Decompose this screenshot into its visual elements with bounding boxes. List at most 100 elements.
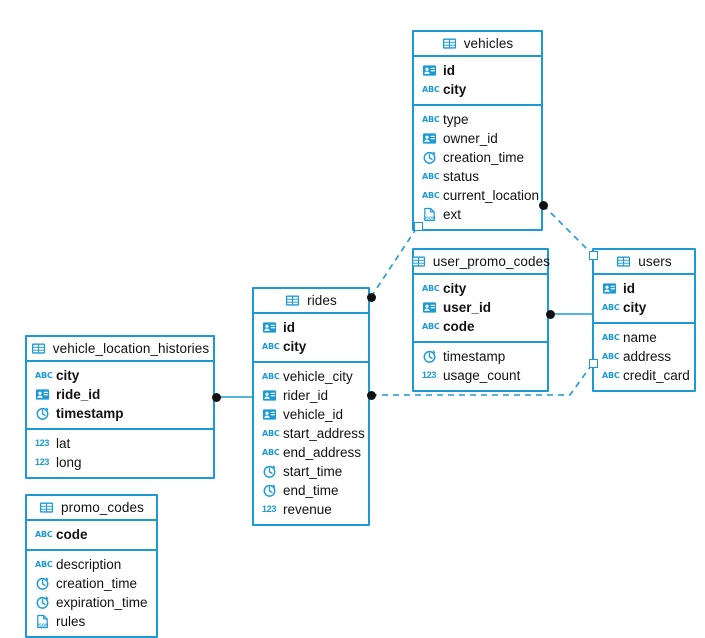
field-label: type bbox=[443, 111, 469, 127]
field-label: id bbox=[283, 319, 295, 335]
id-card-icon bbox=[262, 388, 277, 403]
clock-icon bbox=[35, 576, 50, 591]
relationship-line-vehicles-users bbox=[542, 204, 594, 256]
field-label: timestamp bbox=[56, 405, 124, 421]
id-card-icon bbox=[602, 281, 617, 296]
abc-icon: ABC bbox=[602, 370, 620, 380]
number-icon: 123 bbox=[35, 457, 50, 467]
entity-title: users bbox=[638, 254, 672, 269]
column-field-owner_id: owner_id bbox=[414, 129, 541, 148]
abc-icon: ABC bbox=[35, 529, 53, 539]
field-label: rider_id bbox=[283, 387, 329, 403]
column-field-creation_time: creation_time bbox=[414, 148, 541, 167]
entity-header-promo_codes[interactable]: promo_codes bbox=[27, 496, 156, 521]
field-label: usage_count bbox=[443, 367, 521, 383]
field-label: timestamp bbox=[443, 348, 506, 364]
field-label: vehicle_id bbox=[283, 406, 344, 422]
field-label: revenue bbox=[283, 501, 332, 517]
field-label: end_address bbox=[283, 444, 362, 460]
abc-icon: ABC bbox=[422, 171, 440, 181]
abc-icon: ABC bbox=[262, 428, 280, 438]
id-card-icon bbox=[262, 320, 277, 335]
column-field-ext: JSON ext bbox=[414, 205, 541, 224]
entity-header-user_promo_codes[interactable]: user_promo_codes bbox=[411, 250, 550, 275]
field-label: code bbox=[443, 318, 475, 334]
id-card-icon bbox=[422, 300, 437, 315]
abc-icon: ABC bbox=[35, 559, 53, 569]
svg-text:JSON: JSON bbox=[37, 622, 49, 627]
abc-icon: ABC bbox=[602, 302, 620, 312]
table-icon bbox=[442, 36, 457, 51]
entity-title: vehicles bbox=[463, 36, 514, 51]
json-icon: JSON bbox=[35, 614, 50, 629]
svg-text:JSON: JSON bbox=[424, 215, 436, 220]
field-label: ride_id bbox=[56, 386, 101, 402]
column-field-start_time: start_time bbox=[254, 462, 368, 481]
primary-key-field-id: id bbox=[414, 61, 541, 80]
abc-icon: ABC bbox=[35, 370, 53, 380]
entity-header-vehicle_location_histories[interactable]: vehicle_location_histories bbox=[27, 337, 213, 362]
field-label: address bbox=[623, 348, 672, 364]
field-label: owner_id bbox=[443, 130, 498, 146]
field-label: city bbox=[283, 338, 307, 354]
table-icon bbox=[31, 341, 46, 356]
relationship-source-marker-vehicles-users bbox=[538, 200, 548, 210]
id-card-icon bbox=[262, 407, 277, 422]
entity-header-users[interactable]: users bbox=[594, 250, 694, 275]
field-label: credit_card bbox=[623, 367, 690, 383]
abc-icon: ABC bbox=[602, 332, 620, 342]
field-label: city bbox=[443, 280, 467, 296]
clock-icon bbox=[262, 483, 277, 498]
column-field-creation_time: creation_time bbox=[27, 574, 156, 593]
clock-icon bbox=[35, 595, 50, 610]
abc-icon: ABC bbox=[422, 190, 440, 200]
table-icon bbox=[39, 500, 54, 515]
relationship-target-marker-rides-users bbox=[588, 358, 598, 368]
field-label: code bbox=[56, 526, 88, 542]
json-icon: JSON bbox=[422, 207, 437, 222]
column-field-expiration_time: expiration_time bbox=[27, 593, 156, 612]
primary-key-field-user_id: user_id bbox=[414, 298, 547, 317]
field-label: vehicle_city bbox=[283, 368, 353, 384]
entity-header-rides[interactable]: rides bbox=[254, 289, 368, 314]
entity-header-vehicles[interactable]: vehicles bbox=[414, 32, 541, 57]
field-label: start_time bbox=[283, 463, 343, 479]
field-label: ext bbox=[443, 206, 462, 222]
field-label: status bbox=[443, 168, 480, 184]
field-label: description bbox=[56, 556, 122, 572]
number-icon: 123 bbox=[35, 438, 50, 448]
primary-key-field-ride_id: ride_id bbox=[27, 385, 213, 404]
relationship-source-marker-vehicles-rides bbox=[366, 292, 376, 302]
relationship-target-marker-vehicles-rides bbox=[413, 221, 423, 231]
field-label: rules bbox=[56, 613, 86, 629]
field-label: city bbox=[56, 367, 80, 383]
field-label: id bbox=[623, 280, 635, 296]
field-label: city bbox=[623, 299, 647, 315]
